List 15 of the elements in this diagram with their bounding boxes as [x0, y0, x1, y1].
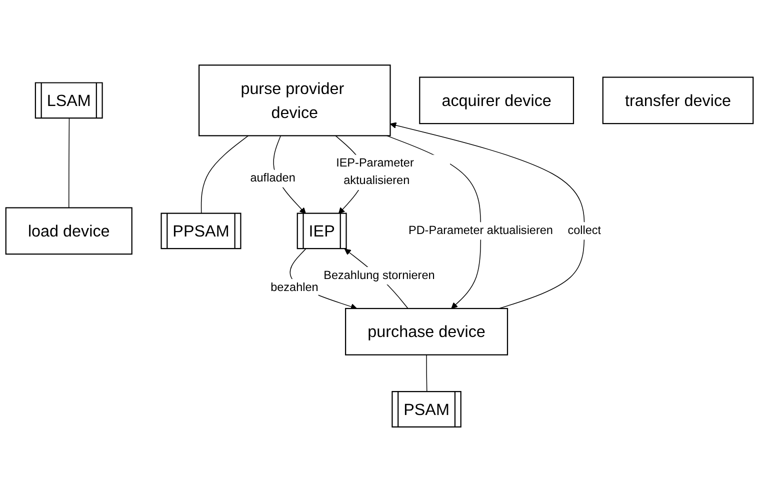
- node-box: load device: [5, 207, 132, 255]
- node-box: purse provider device: [198, 64, 391, 136]
- arrow: [390, 122, 585, 309]
- edge-label: PD-Parameter aktualisieren: [408, 224, 553, 237]
- node-box: purchase device: [345, 308, 508, 356]
- edge-label: collect: [568, 224, 602, 237]
- connector: [68, 118, 70, 208]
- node-box: acquirer device: [419, 76, 574, 124]
- connector: [426, 354, 428, 392]
- node-box: transfer device: [602, 76, 754, 124]
- edge-label: aufladen: [250, 172, 296, 184]
- edge-label: bezahlen: [270, 281, 318, 294]
- edge-label: IEP-Parameter aktualisieren: [336, 156, 414, 188]
- connector: [200, 135, 249, 214]
- edge-label: Bezahlung stornieren: [324, 269, 435, 282]
